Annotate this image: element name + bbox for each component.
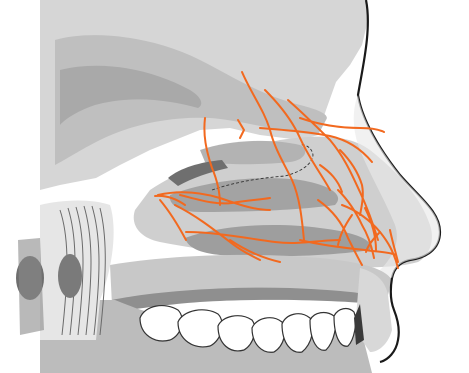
vertebra-bone <box>18 238 44 335</box>
tonsil-right <box>58 254 82 298</box>
